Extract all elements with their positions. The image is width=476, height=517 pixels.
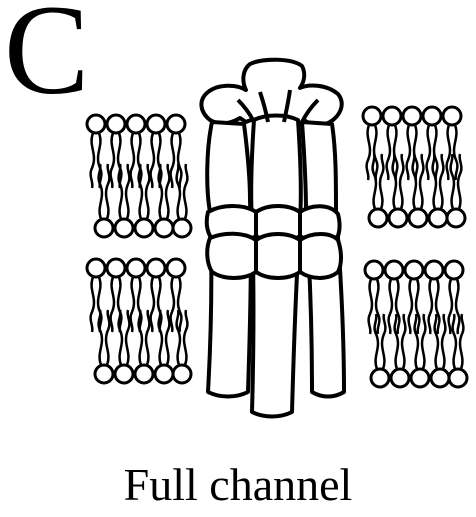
right-lower-bilayer bbox=[365, 261, 467, 387]
left-upper-bilayer bbox=[87, 115, 191, 237]
left-lower-bilayer bbox=[87, 259, 191, 383]
panel-letter: C bbox=[4, 0, 89, 114]
right-upper-bilayer bbox=[363, 107, 465, 227]
channel-band-lower bbox=[207, 234, 341, 278]
figure-caption: Full channel bbox=[0, 462, 476, 508]
full-channel-protein bbox=[201, 60, 344, 417]
